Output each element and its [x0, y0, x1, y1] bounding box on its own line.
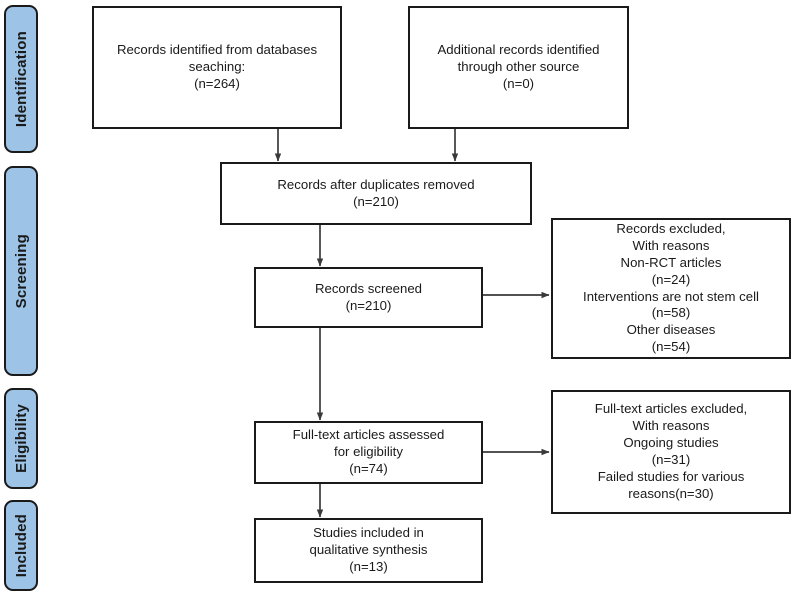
phase-eligibility-label: Eligibility	[12, 404, 30, 473]
phase-screening: Screening	[4, 166, 38, 376]
phase-identification: Identification	[4, 5, 38, 153]
phase-screening-label: Screening	[12, 233, 30, 309]
phase-eligibility: Eligibility	[4, 388, 38, 489]
node-records-excluded: Records excluded, With reasons Non-RCT a…	[551, 218, 791, 359]
node-duplicates-removed-text: Records after duplicates removed (n=210)	[277, 176, 475, 209]
node-fulltext-excluded: Full-text articles excluded, With reason…	[551, 390, 791, 514]
phase-included-label: Included	[12, 513, 30, 578]
node-records-excluded-text: Records excluded, With reasons Non-RCT a…	[583, 220, 759, 355]
node-fulltext-assessed-text: Full-text articles assessed for eligibil…	[292, 427, 445, 476]
node-records-screened-text: Records screened (n=210)	[314, 280, 423, 313]
node-duplicates-removed: Records after duplicates removed (n=210)	[220, 162, 532, 225]
node-studies-included-text: Studies included in qualitative synthesi…	[309, 525, 428, 574]
node-fulltext-assessed: Full-text articles assessed for eligibil…	[254, 421, 483, 484]
node-additional-records-text: Additional records identified through ot…	[437, 42, 600, 91]
phase-identification-label: Identification	[12, 30, 30, 128]
node-records-identified-text: Records identified from databases seachi…	[116, 42, 318, 91]
phase-included: Included	[4, 500, 38, 591]
node-records-screened: Records screened (n=210)	[254, 267, 483, 328]
node-fulltext-excluded-text: Full-text articles excluded, With reason…	[594, 401, 748, 501]
node-records-identified: Records identified from databases seachi…	[92, 6, 342, 129]
node-additional-records: Additional records identified through ot…	[408, 6, 629, 129]
node-studies-included: Studies included in qualitative synthesi…	[254, 518, 483, 583]
